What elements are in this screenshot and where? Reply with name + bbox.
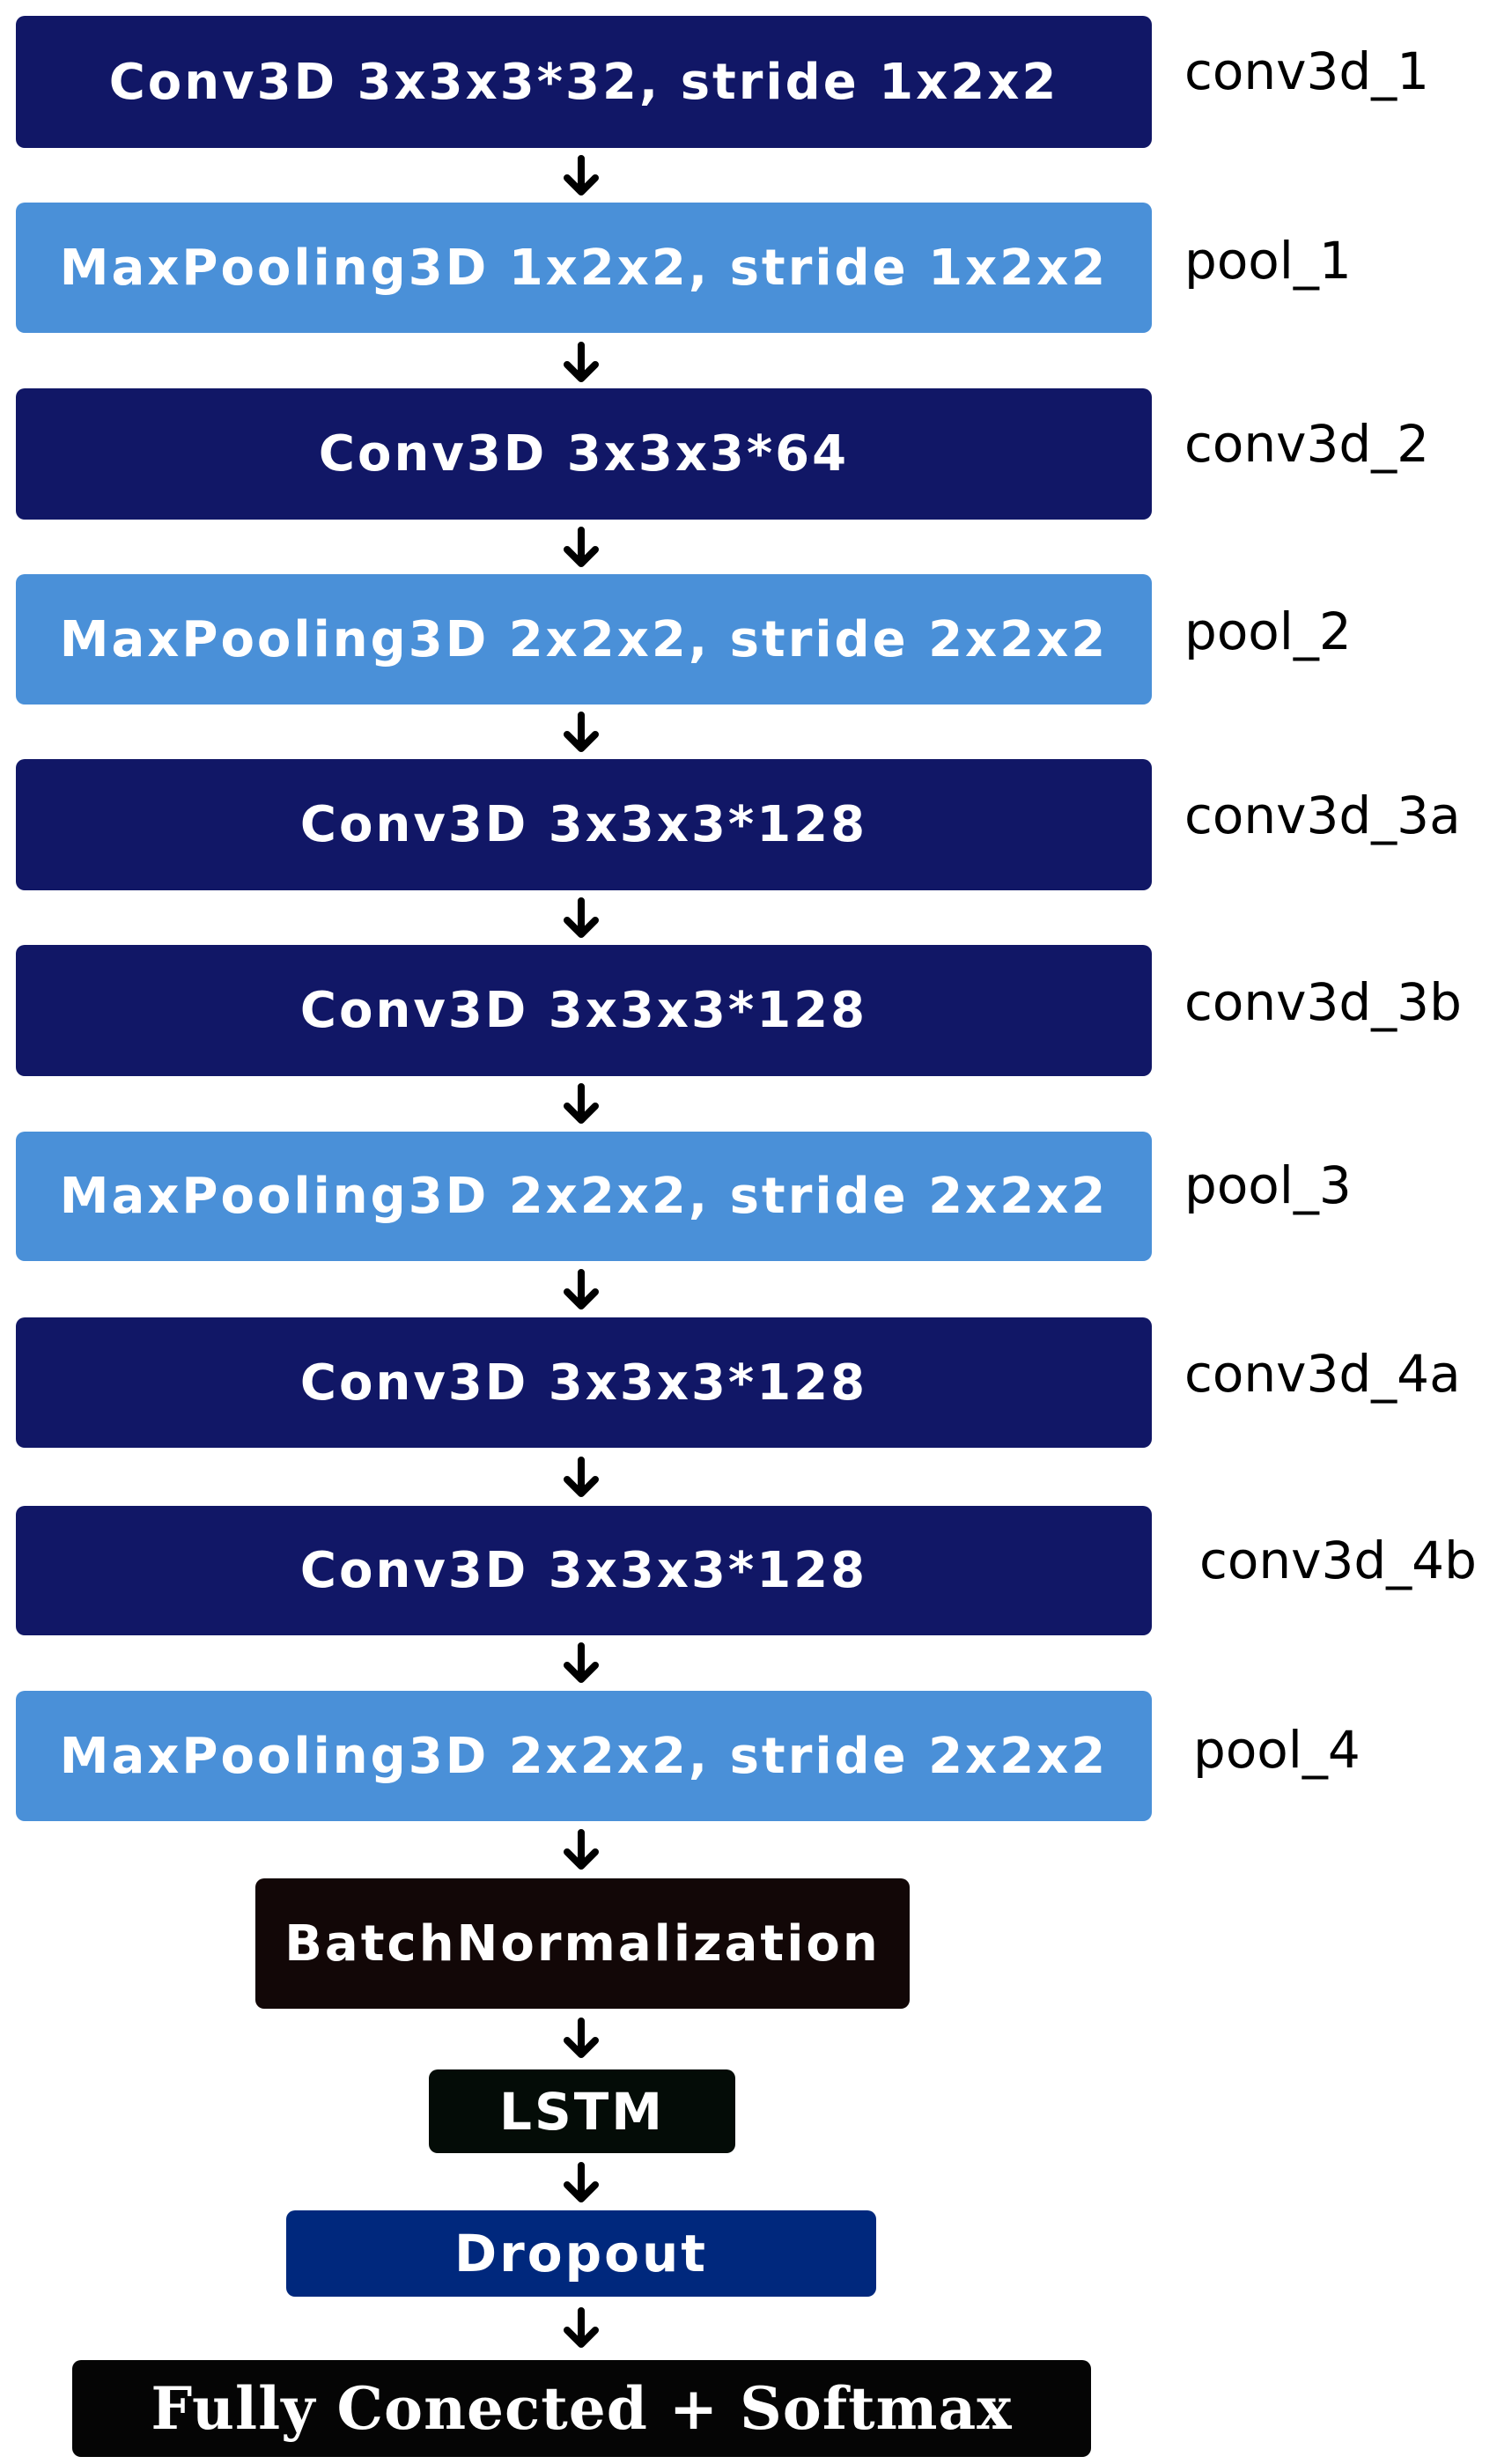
arrow-down-icon xyxy=(564,1269,599,1309)
conv3d-4a-block: Conv3D 3x3x3*128 xyxy=(16,1317,1152,1448)
conv3d-1-label: conv3d_1 xyxy=(1184,41,1430,101)
conv3d-2-label: conv3d_2 xyxy=(1184,414,1430,474)
fully-connected-softmax-block: Fully Conected + Softmax xyxy=(72,2360,1091,2457)
conv3d-3a-label: conv3d_3a xyxy=(1184,786,1461,845)
arrow-down-icon xyxy=(564,2018,599,2058)
arrow-down-icon xyxy=(564,897,599,938)
arrow-down-icon xyxy=(564,1829,599,1870)
lstm-block: LSTM xyxy=(429,2069,735,2153)
conv3d-2-block: Conv3D 3x3x3*64 xyxy=(16,388,1152,520)
arrow-down-icon xyxy=(564,527,599,567)
pool-3-block: MaxPooling3D 2x2x2, stride 2x2x2 xyxy=(16,1132,1152,1261)
pool-1-label: pool_1 xyxy=(1184,231,1352,291)
arrow-down-icon xyxy=(564,1083,599,1124)
arrow-down-icon xyxy=(564,712,599,752)
pool-2-label: pool_2 xyxy=(1184,601,1352,661)
arrow-down-icon xyxy=(564,1457,599,1497)
conv3d-4b-label: conv3d_4b xyxy=(1199,1531,1477,1590)
conv3d-3b-label: conv3d_3b xyxy=(1184,972,1462,1032)
conv3d-3b-block: Conv3D 3x3x3*128 xyxy=(16,945,1152,1076)
batchnorm-block: BatchNormalization xyxy=(255,1878,910,2009)
pool-4-block: MaxPooling3D 2x2x2, stride 2x2x2 xyxy=(16,1691,1152,1821)
pool-4-label: pool_4 xyxy=(1193,1720,1361,1780)
conv3d-1-block: Conv3D 3x3x3*32, stride 1x2x2 xyxy=(16,16,1152,148)
dropout-block: Dropout xyxy=(286,2210,876,2297)
pool-3-label: pool_3 xyxy=(1184,1155,1352,1215)
pool-1-block: MaxPooling3D 1x2x2, stride 1x2x2 xyxy=(16,203,1152,333)
arrow-down-icon xyxy=(564,1642,599,1683)
conv3d-3a-block: Conv3D 3x3x3*128 xyxy=(16,759,1152,890)
conv3d-4b-block: Conv3D 3x3x3*128 xyxy=(16,1506,1152,1635)
arrow-down-icon xyxy=(564,2162,599,2202)
conv3d-4a-label: conv3d_4a xyxy=(1184,1344,1461,1404)
arrow-down-icon xyxy=(564,342,599,382)
arrow-down-icon xyxy=(564,155,599,195)
pool-2-block: MaxPooling3D 2x2x2, stride 2x2x2 xyxy=(16,574,1152,705)
arrow-down-icon xyxy=(564,2307,599,2348)
